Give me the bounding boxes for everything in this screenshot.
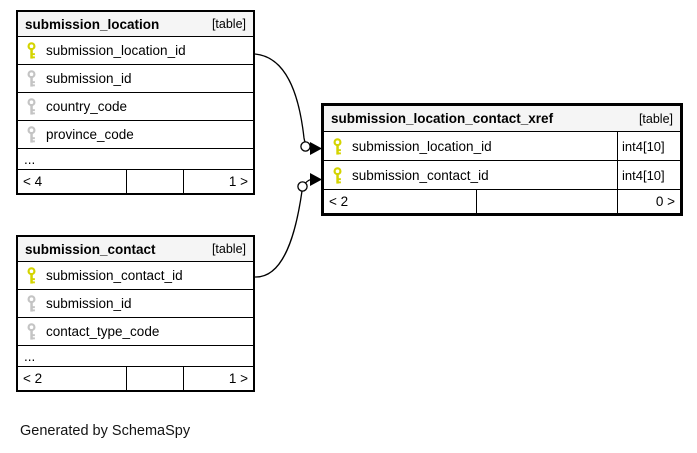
incoming-relationship-count: < 2	[18, 367, 127, 390]
table-footer: < 2 1 >	[18, 367, 253, 390]
footer-spacer-cell	[127, 170, 184, 193]
ellipsis-text: ...	[24, 151, 36, 167]
table-name[interactable]: submission_contact	[25, 241, 156, 257]
column-name: country_code	[46, 99, 128, 114]
generator-note: Generated by SchemaSpy	[20, 423, 191, 439]
footer-spacer-cell	[127, 367, 184, 390]
table-type-badge: [table]	[638, 111, 673, 126]
table-header[interactable]: submission_location_contact_xref [table]	[324, 106, 680, 132]
ellipsis-text: ...	[24, 348, 36, 364]
table-node-submission-location[interactable]: submission_location [table] submission_l…	[16, 10, 255, 195]
column-row: submission_location_id int4[10]	[324, 132, 680, 161]
column-name: submission_id	[46, 296, 132, 311]
primary-key-icon	[332, 166, 343, 184]
column-name: contact_type_code	[46, 324, 160, 339]
column-name: submission_location_id	[352, 138, 492, 154]
table-type-badge: [table]	[211, 17, 246, 31]
column-row: submission_id	[18, 290, 253, 318]
outgoing-relationship-count: 1 >	[228, 174, 248, 189]
column-type: int4[10]	[617, 132, 680, 160]
column-row: province_code	[18, 121, 253, 149]
table-header[interactable]: submission_location [table]	[18, 12, 253, 37]
relationship-circle-icon	[297, 181, 308, 192]
column-name: submission_location_id	[46, 43, 186, 58]
relationship-line-contact-to-xref	[254, 178, 314, 278]
table-node-submission-contact[interactable]: submission_contact [table] submission_co…	[16, 235, 255, 392]
table-name[interactable]: submission_location	[25, 16, 160, 32]
column-row: submission_id	[18, 65, 253, 93]
column-name: submission_contact_id	[352, 167, 489, 183]
ellipsis-row: ...	[18, 149, 253, 170]
foreign-key-icon	[26, 323, 37, 340]
foreign-key-icon	[26, 295, 37, 312]
ellipsis-row: ...	[18, 346, 253, 367]
table-type-badge: [table]	[211, 242, 246, 256]
primary-key-icon	[26, 267, 37, 284]
footer-spacer-cell	[477, 190, 618, 213]
foreign-key-icon	[26, 70, 37, 87]
relationship-circle-icon	[300, 141, 311, 152]
incoming-relationship-count: < 4	[18, 170, 127, 193]
column-name: province_code	[46, 127, 134, 142]
column-name: submission_id	[46, 71, 132, 86]
column-name: submission_contact_id	[46, 268, 183, 283]
foreign-key-icon	[26, 98, 37, 115]
column-type: int4[10]	[617, 161, 680, 189]
column-row: submission_contact_id int4[10]	[324, 161, 680, 190]
relationship-line-location-to-xref	[254, 53, 314, 149]
incoming-relationship-count: < 2	[324, 190, 477, 213]
table-footer: < 2 0 >	[324, 190, 680, 213]
table-header[interactable]: submission_contact [table]	[18, 237, 253, 262]
column-row: submission_contact_id	[18, 262, 253, 290]
primary-key-icon	[26, 42, 37, 59]
column-row: contact_type_code	[18, 318, 253, 346]
primary-key-icon	[332, 137, 343, 155]
table-footer: < 4 1 >	[18, 170, 253, 193]
outgoing-relationship-count: 1 >	[228, 371, 248, 386]
table-name[interactable]: submission_location_contact_xref	[331, 111, 554, 126]
outgoing-relationship-count: 0 >	[655, 194, 675, 209]
foreign-key-icon	[26, 126, 37, 143]
table-node-submission-location-contact-xref[interactable]: submission_location_contact_xref [table]…	[321, 103, 683, 216]
column-row: submission_location_id	[18, 37, 253, 65]
column-row: country_code	[18, 93, 253, 121]
